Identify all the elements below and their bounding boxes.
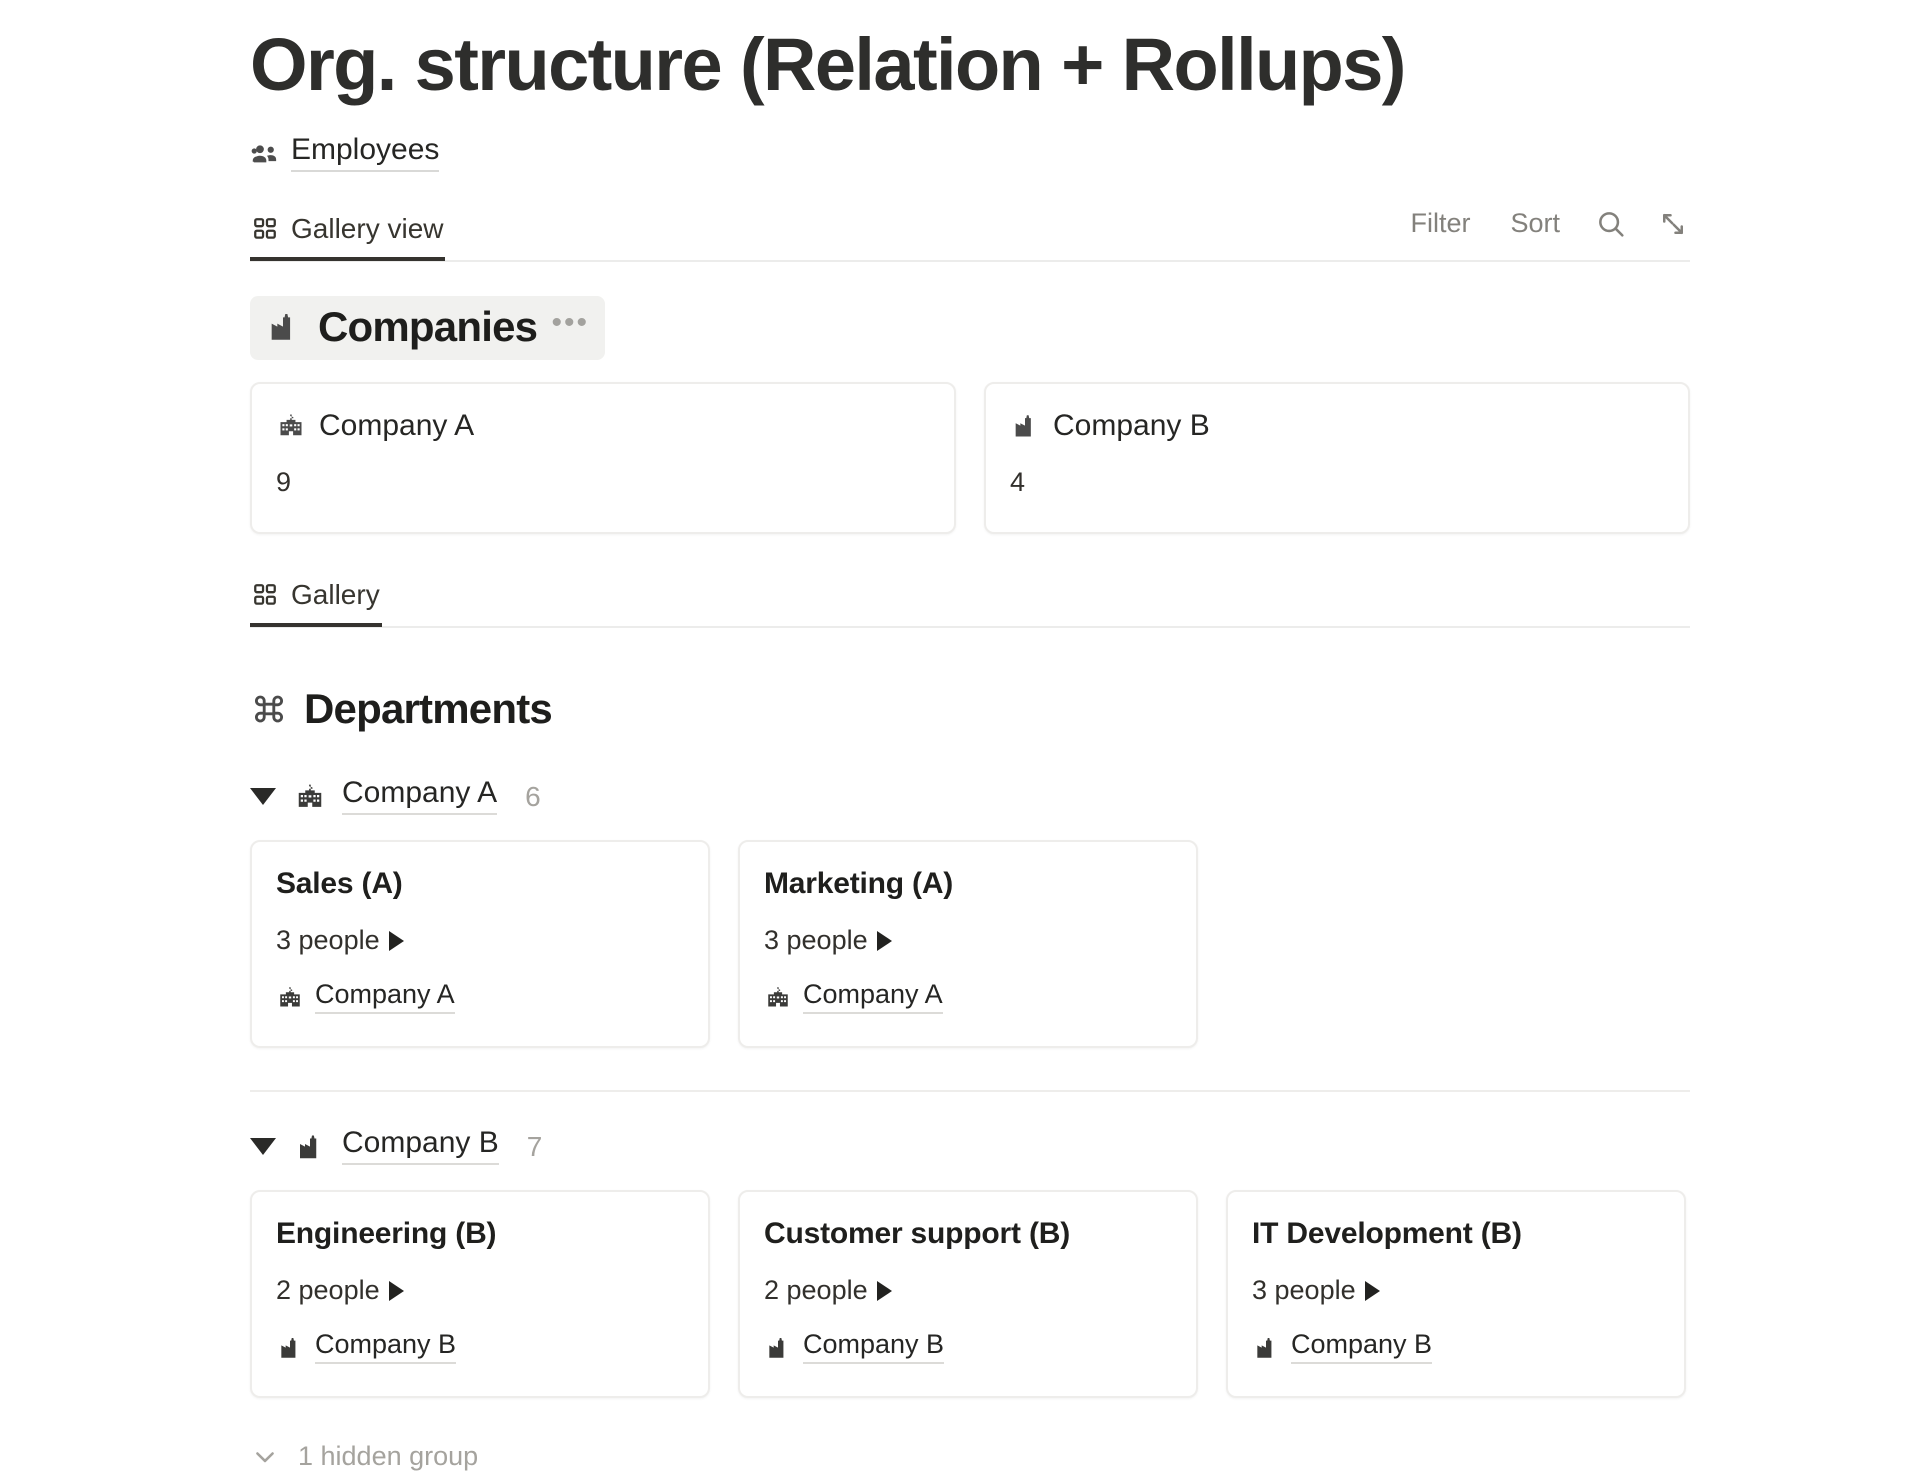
tab-gallery-view[interactable]: Gallery view — [250, 198, 446, 261]
group-header-company-b[interactable]: Company B 7 — [250, 1126, 542, 1168]
department-rollup[interactable]: 3 people — [764, 927, 1170, 954]
department-relation-label: Company B — [1291, 1331, 1433, 1365]
school-building-icon — [294, 781, 326, 813]
play-triangle-icon[interactable] — [388, 1281, 404, 1302]
company-card-value: 9 — [276, 467, 292, 498]
department-card-row: Sales (A) 3 people — [250, 839, 1916, 1048]
company-card-title: Company B — [1053, 408, 1210, 442]
companies-card-row: Company A 9 Company B 4 — [250, 381, 1916, 534]
department-relation-label: Company B — [315, 1331, 457, 1365]
group-count: 7 — [526, 1130, 543, 1162]
department-card[interactable]: Customer support (B) 2 people Company B — [738, 1189, 1198, 1398]
department-title: IT Development (B) — [1252, 1216, 1522, 1250]
company-card[interactable]: Company B 4 — [984, 381, 1690, 534]
department-relation-label: Company A — [315, 981, 455, 1015]
departments-section: Departments Company A 6 — [250, 658, 1916, 1472]
department-title: Customer support (B) — [764, 1216, 1070, 1250]
caret-down-icon[interactable] — [250, 1138, 276, 1156]
factory-building-icon — [276, 1334, 304, 1362]
department-rollup-label: 3 people — [276, 925, 380, 956]
department-relation[interactable]: Company A — [764, 981, 1170, 1015]
group-count: 6 — [525, 780, 541, 812]
play-triangle-icon[interactable] — [876, 931, 892, 952]
company-card-value: 4 — [1010, 467, 1026, 498]
search-icon[interactable] — [1594, 207, 1628, 241]
department-title: Engineering (B) — [276, 1216, 497, 1250]
department-rollup[interactable]: 2 people — [276, 1277, 682, 1304]
section-header-companies[interactable]: Companies ••• — [250, 295, 606, 360]
department-card-row: Engineering (B) 2 people Company B Custo… — [250, 1189, 1916, 1398]
tab-gallery[interactable]: Gallery — [250, 564, 382, 627]
department-relation-label: Company B — [803, 1331, 945, 1365]
chevron-down-icon — [250, 1442, 280, 1472]
department-relation-label: Company A — [803, 981, 943, 1015]
company-card-title: Company A — [319, 408, 475, 442]
company-card[interactable]: Company A 9 — [250, 381, 956, 534]
breadcrumb-label: Employees — [291, 135, 440, 173]
gallery-grid-icon — [252, 582, 278, 608]
play-triangle-icon[interactable] — [876, 1281, 892, 1302]
department-rollup-label: 3 people — [764, 925, 868, 956]
department-relation[interactable]: Company B — [1252, 1331, 1658, 1365]
section-header-departments[interactable]: Departments — [250, 678, 570, 742]
ellipsis-icon[interactable]: ••• — [551, 305, 589, 339]
group-header-company-a[interactable]: Company A 6 — [250, 776, 541, 818]
school-building-icon — [764, 984, 792, 1012]
school-building-icon — [276, 411, 306, 441]
breadcrumb-employees[interactable]: Employees — [250, 135, 440, 173]
sort-button[interactable]: Sort — [1510, 208, 1560, 239]
card-title-row: Company A — [276, 410, 928, 442]
active-tab-indicator — [250, 622, 382, 627]
view-toolbar: Gallery view Filter Sort — [250, 198, 1690, 262]
factory-building-icon — [294, 1131, 326, 1163]
department-relation[interactable]: Company A — [276, 981, 682, 1015]
department-card[interactable]: Engineering (B) 2 people Company B — [250, 1189, 710, 1398]
play-triangle-icon[interactable] — [1364, 1281, 1380, 1302]
gallery-view-toolbar: Gallery — [250, 564, 1690, 628]
expand-diagonal-icon[interactable] — [1656, 207, 1690, 241]
play-triangle-icon[interactable] — [388, 931, 404, 952]
department-relation[interactable]: Company B — [276, 1331, 682, 1365]
hidden-group-toggle[interactable]: 1 hidden group — [250, 1442, 478, 1472]
tab-gallery-view-label: Gallery view — [291, 212, 444, 244]
factory-building-icon — [764, 1334, 792, 1362]
tab-gallery-label: Gallery — [291, 578, 380, 610]
group-label: Company A — [342, 778, 498, 816]
filter-button[interactable]: Filter — [1410, 208, 1471, 239]
department-rollup-label: 2 people — [764, 1275, 868, 1306]
department-title: Sales (A) — [276, 866, 403, 900]
group-divider — [250, 1089, 1690, 1092]
group-label: Company B — [342, 1128, 499, 1166]
people-group-icon — [250, 139, 280, 169]
command-loop-icon — [250, 690, 288, 728]
department-rollup-label: 2 people — [276, 1275, 380, 1306]
department-rollup[interactable]: 3 people — [1252, 1277, 1658, 1304]
department-rollup[interactable]: 2 people — [764, 1277, 1170, 1304]
department-title: Marketing (A) — [764, 866, 954, 900]
department-card[interactable]: IT Development (B) 3 people Company B — [1226, 1189, 1686, 1398]
department-card[interactable]: Marketing (A) 3 people — [738, 839, 1198, 1048]
gallery-grid-icon — [252, 216, 278, 242]
page-title: Org. structure (Relation + Rollups) — [250, 23, 1406, 106]
factory-building-icon — [1252, 1334, 1280, 1362]
card-title-row: Company B — [1010, 410, 1662, 442]
factory-building-icon — [264, 308, 302, 346]
toolbar-actions: Filter Sort — [1404, 198, 1690, 250]
department-card[interactable]: Sales (A) 3 people — [250, 839, 710, 1048]
factory-building-icon — [1010, 411, 1040, 441]
active-tab-indicator — [250, 256, 446, 261]
caret-down-icon[interactable] — [250, 788, 276, 806]
school-building-icon — [276, 984, 304, 1012]
hidden-group-label: 1 hidden group — [298, 1441, 479, 1472]
department-rollup-label: 3 people — [1252, 1275, 1356, 1306]
section-title-companies: Companies — [318, 302, 538, 350]
section-title-departments: Departments — [304, 684, 553, 732]
department-relation[interactable]: Company B — [764, 1331, 1170, 1365]
department-rollup[interactable]: 3 people — [276, 927, 682, 954]
